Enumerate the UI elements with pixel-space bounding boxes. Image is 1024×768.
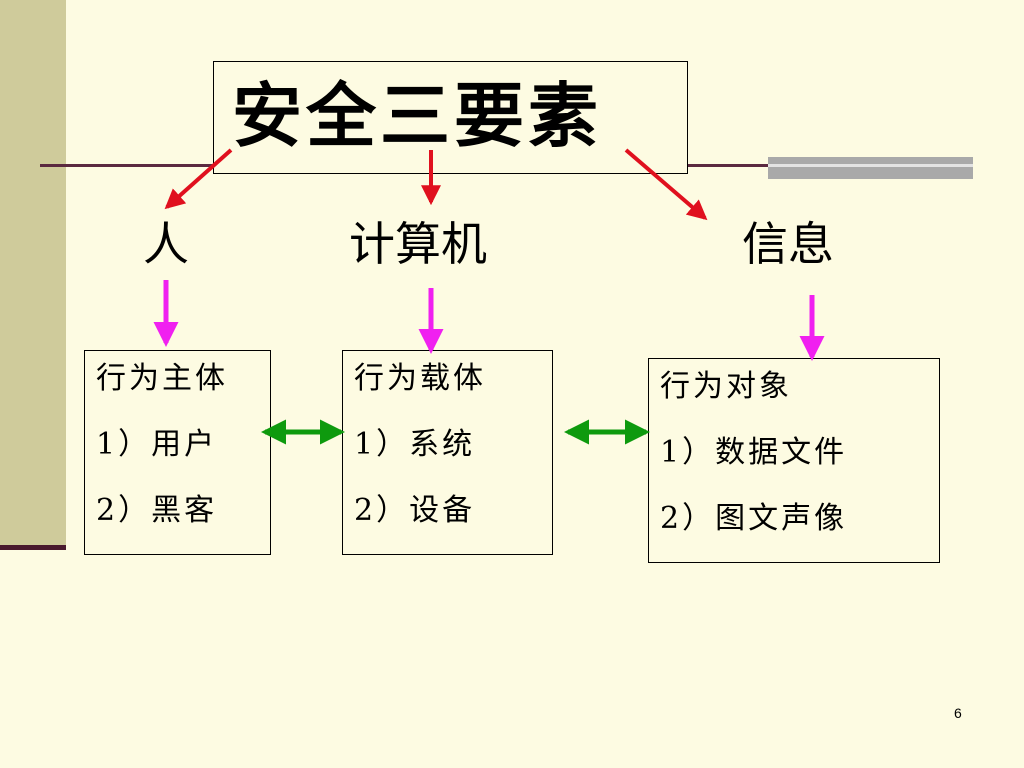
- box-carrier-heading: 行为载体: [354, 361, 486, 396]
- box-object-heading: 行为对象: [660, 369, 792, 404]
- element-information: 信息: [742, 217, 834, 271]
- box-object-item-2: 2）图文声像: [660, 501, 848, 536]
- box-actor-heading: 行为主体: [96, 361, 228, 396]
- sidebar-underline: [0, 545, 66, 550]
- diagram-title: 安全三要素: [232, 74, 602, 157]
- element-person: 人: [143, 217, 189, 271]
- box-carrier: 行为载体 1）系统 2）设备: [342, 350, 553, 555]
- sidebar-band: [0, 0, 66, 548]
- box-object: 行为对象 1）数据文件 2）图文声像: [648, 358, 940, 563]
- box-actor-item-2: 2）黑客: [96, 493, 218, 528]
- title-box: 安全三要素: [213, 61, 688, 174]
- header-accent-bar: [768, 157, 973, 179]
- box-carrier-item-2: 2）设备: [354, 493, 476, 528]
- page-number: 6: [954, 705, 962, 721]
- element-computer: 计算机: [349, 217, 487, 271]
- box-actor: 行为主体 1）用户 2）黑客: [84, 350, 271, 555]
- box-carrier-item-1: 1）系统: [354, 427, 476, 462]
- box-actor-item-1: 1）用户: [96, 427, 218, 462]
- box-object-item-1: 1）数据文件: [660, 435, 848, 470]
